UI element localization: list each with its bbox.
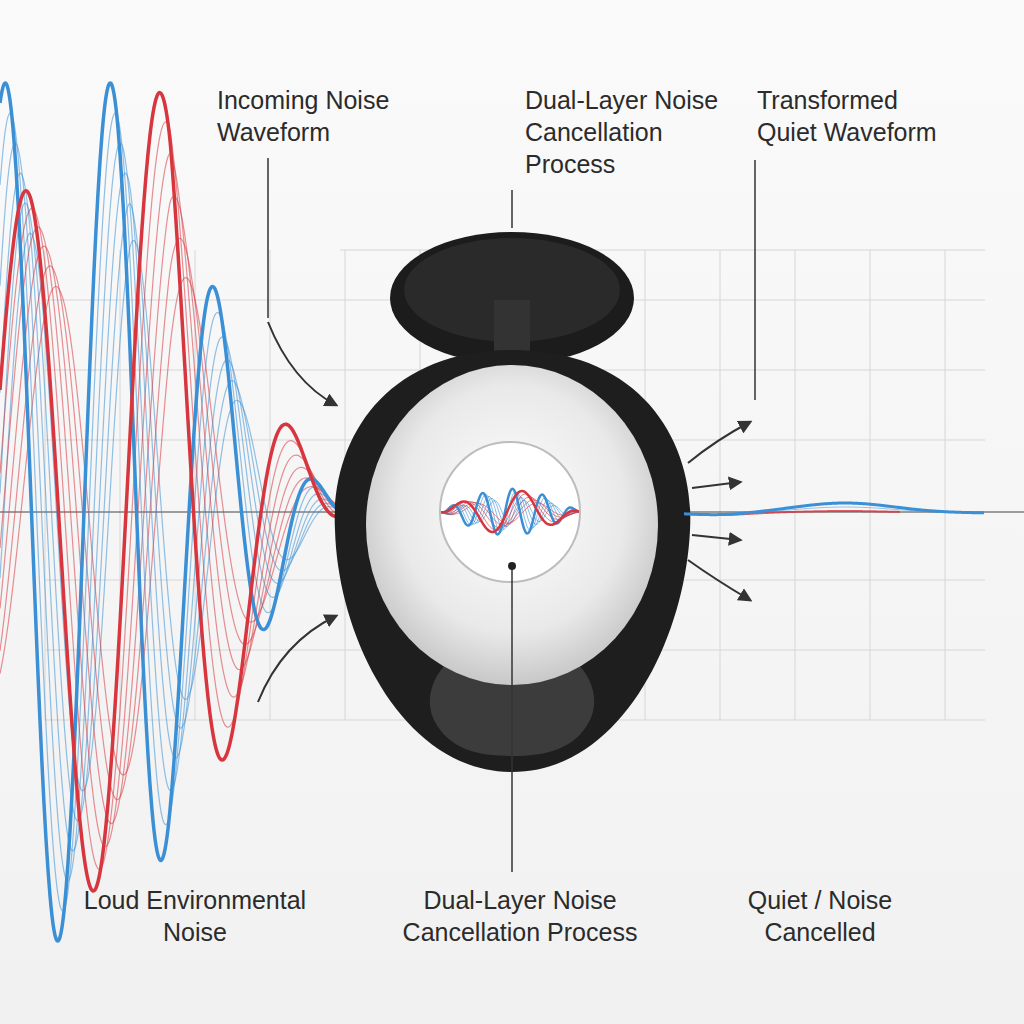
filtered-wave — [440, 491, 580, 532]
noise-wave — [0, 153, 344, 846]
callout-label: Quiet / Noise Cancelled — [715, 884, 925, 948]
leader-line — [511, 190, 513, 228]
leader-line — [754, 160, 756, 400]
leader-line — [511, 570, 513, 872]
flow-arrow — [688, 422, 750, 463]
earplug-hole — [440, 442, 580, 582]
flow-arrow — [692, 482, 740, 488]
filtered-waves — [440, 489, 580, 535]
flow-arrow — [688, 560, 750, 600]
callout-label: Transformed Quiet Waveform — [757, 84, 952, 148]
callout-label: Dual-Layer Noise Cancellation Process — [525, 84, 740, 180]
callout-label: Incoming Noise Waveform — [217, 84, 417, 148]
flow-arrow — [268, 322, 336, 405]
flow-arrow — [258, 616, 336, 702]
noise-waves — [0, 83, 344, 941]
noise-wave — [0, 83, 344, 941]
callout-label: Dual-Layer Noise Cancellation Process — [385, 884, 655, 948]
callout-label: Loud Environmental Noise — [55, 884, 335, 948]
leader-dot — [508, 562, 516, 570]
quiet-wave — [684, 503, 984, 515]
noise-wave — [0, 93, 344, 891]
leader-line — [267, 158, 269, 318]
quiet-waves — [684, 503, 984, 515]
flow-arrows — [258, 322, 750, 702]
filtered-wave — [440, 489, 580, 535]
noise-wave — [0, 122, 344, 869]
leader-lines — [268, 158, 755, 872]
flow-arrow — [692, 535, 740, 540]
